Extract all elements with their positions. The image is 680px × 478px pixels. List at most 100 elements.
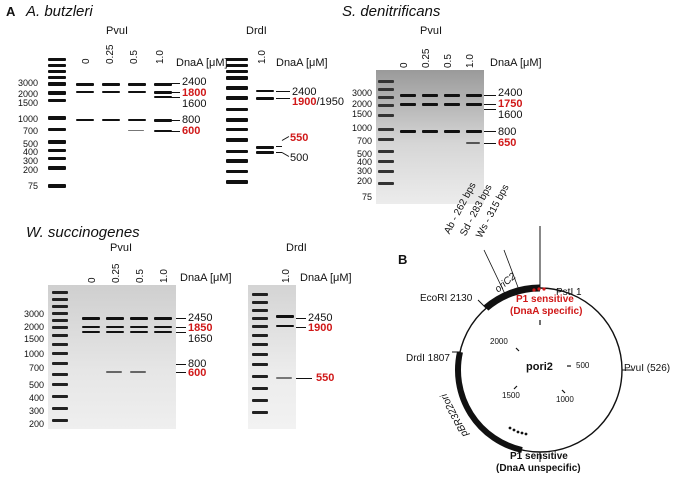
abutzleri-drd-size-550: 550 [290, 132, 309, 144]
ladder-label: 400 [28, 393, 44, 403]
wsuccinogenes-size-2450: 2450 [188, 312, 213, 324]
ladder-label: 2000 [23, 322, 44, 332]
inner-mark [515, 347, 520, 352]
ladder-label: 300 [28, 406, 44, 416]
ladder-label: 700 [28, 363, 44, 373]
ladder-label: 1500 [23, 334, 44, 344]
abutzleri-size-2400: 2400 [182, 76, 207, 88]
ladder-label: 500 [28, 380, 44, 390]
plasmid-name: pori2 [526, 361, 553, 373]
black-dot [516, 430, 520, 434]
ladder-label: 200 [22, 165, 38, 175]
red-dot [532, 288, 536, 292]
site-psti: PstI 1 [556, 287, 582, 298]
p1-unspecific-line1: P1 sensitive [510, 451, 568, 462]
abutzleri-drd-size-1900: 1900/1950 [292, 97, 344, 108]
sdenitrificans-title: S. denitrificans [342, 3, 441, 20]
ladder-label: 300 [22, 156, 38, 166]
site-drdi: DrdI 1807 [406, 353, 450, 364]
red-dot [537, 287, 541, 291]
ecori-tick [477, 299, 487, 309]
black-dot [520, 431, 524, 435]
black-dot [508, 426, 512, 430]
inner-mark [561, 389, 566, 394]
panel-a-letter: A [6, 4, 16, 19]
tick-500: 500 [576, 361, 590, 370]
ladder-label: 1000 [17, 114, 38, 124]
ladder-label: 2000 [351, 99, 372, 109]
bps-leader [483, 249, 506, 295]
ladder-label: 700 [22, 126, 38, 136]
ladder-label: 500 [22, 139, 38, 149]
ladder-label: 1500 [17, 98, 38, 108]
sdenitrificans-size-1750: 1750 [498, 98, 523, 110]
p1-unspecific-line2: (DnaA unspecific) [496, 463, 581, 474]
wsuccinogenes-drdi-gel [248, 285, 296, 429]
sdenitrificans-pvui-label: PvuI [420, 25, 443, 37]
site-ecori: EcoRI 2130 [420, 293, 473, 304]
bps-leader [503, 249, 520, 291]
sdenitrificans-size-2400: 2400 [498, 87, 523, 99]
wsuccinogenes-pvui-gel [48, 285, 176, 429]
p1-specific-line2: (DnaA specific) [510, 306, 583, 317]
black-dot [512, 428, 516, 432]
p1-specific-line1: P1 sensitive [516, 294, 574, 305]
abutzleri-drdi-gel [226, 56, 276, 196]
ladder-label: 200 [356, 176, 372, 186]
wsuccinogenes-drd-size-1900: 1900 [308, 322, 333, 334]
abutzleri-drd-dnaa-label: DnaA [μM] [276, 57, 328, 69]
tick-1500: 1500 [502, 391, 520, 400]
wsuccinogenes-size-1850: 1850 [188, 322, 213, 334]
red-dot [542, 287, 546, 291]
ladder-label: 1000 [23, 349, 44, 359]
ladder-label: 3000 [23, 309, 44, 319]
wsuccinogenes-drd-dnaa-label: DnaA [μM] [300, 272, 352, 284]
ladder-label: 300 [356, 166, 372, 176]
wsuccinogenes-dnaa-label: DnaA [μM] [180, 272, 232, 284]
ladder-label: 75 [27, 181, 38, 191]
wsuccinogenes-size-600: 600 [188, 367, 207, 379]
abutzleri-pvui-label: PvuI [106, 25, 129, 37]
site-pvui: PvuI (526) [624, 363, 671, 374]
ladder-label: 2000 [17, 89, 38, 99]
ladder-label: 700 [356, 136, 372, 146]
abutzleri-drdi-label: DrdI [246, 25, 267, 37]
sdenitrificans-size-650: 650 [498, 137, 517, 149]
sdenitrificans-size-800: 800 [498, 126, 517, 138]
tick-2000: 2000 [490, 337, 508, 346]
inner-mark [513, 385, 518, 390]
abutzleri-size-1600: 1600 [182, 98, 207, 110]
size-1950: /1950 [316, 96, 345, 108]
tick-1000: 1000 [556, 395, 574, 404]
ladder-label: 200 [28, 419, 44, 429]
abutzleri-drd-size-500: 500 [290, 152, 309, 164]
sdenitrificans-size-1600: 1600 [498, 109, 523, 121]
wsuccinogenes-size-1650: 1650 [188, 333, 213, 345]
abutzleri-size-1800: 1800 [182, 87, 207, 99]
wsuccinogenes-size-800: 800 [188, 358, 207, 370]
abutzleri-title: A. butzleri [26, 3, 93, 20]
wsuccinogenes-drdi-label: DrdI [286, 242, 307, 254]
ladder-label: 400 [356, 157, 372, 167]
wsuccinogenes-drd-size-2450: 2450 [308, 312, 333, 324]
black-dot [524, 432, 528, 436]
sdenitrificans-gel [376, 70, 484, 204]
ladder-label: 1500 [351, 109, 372, 119]
ladder-label: 1000 [351, 123, 372, 133]
abutzleri-pvui-gel [44, 56, 174, 196]
abutzleri-drd-size-2400: 2400 [292, 86, 317, 98]
ladder-label: 400 [22, 147, 38, 157]
size-1900: 1900 [292, 96, 317, 108]
ladder-label: 3000 [17, 78, 38, 88]
oric2-arc [483, 284, 541, 311]
ladder-label: 3000 [351, 88, 372, 98]
abutzleri-size-800: 800 [182, 114, 201, 126]
wsuccinogenes-title: W. succinogenes [26, 224, 140, 241]
panel-b-letter: B [398, 252, 408, 267]
abutzleri-size-600: 600 [182, 125, 201, 137]
wsuccinogenes-drd-size-550: 550 [316, 372, 335, 384]
abutzleri-dnaa-label: DnaA [μM] [176, 57, 228, 69]
ladder-label: 75 [361, 192, 372, 202]
ladder-label: 500 [356, 149, 372, 159]
